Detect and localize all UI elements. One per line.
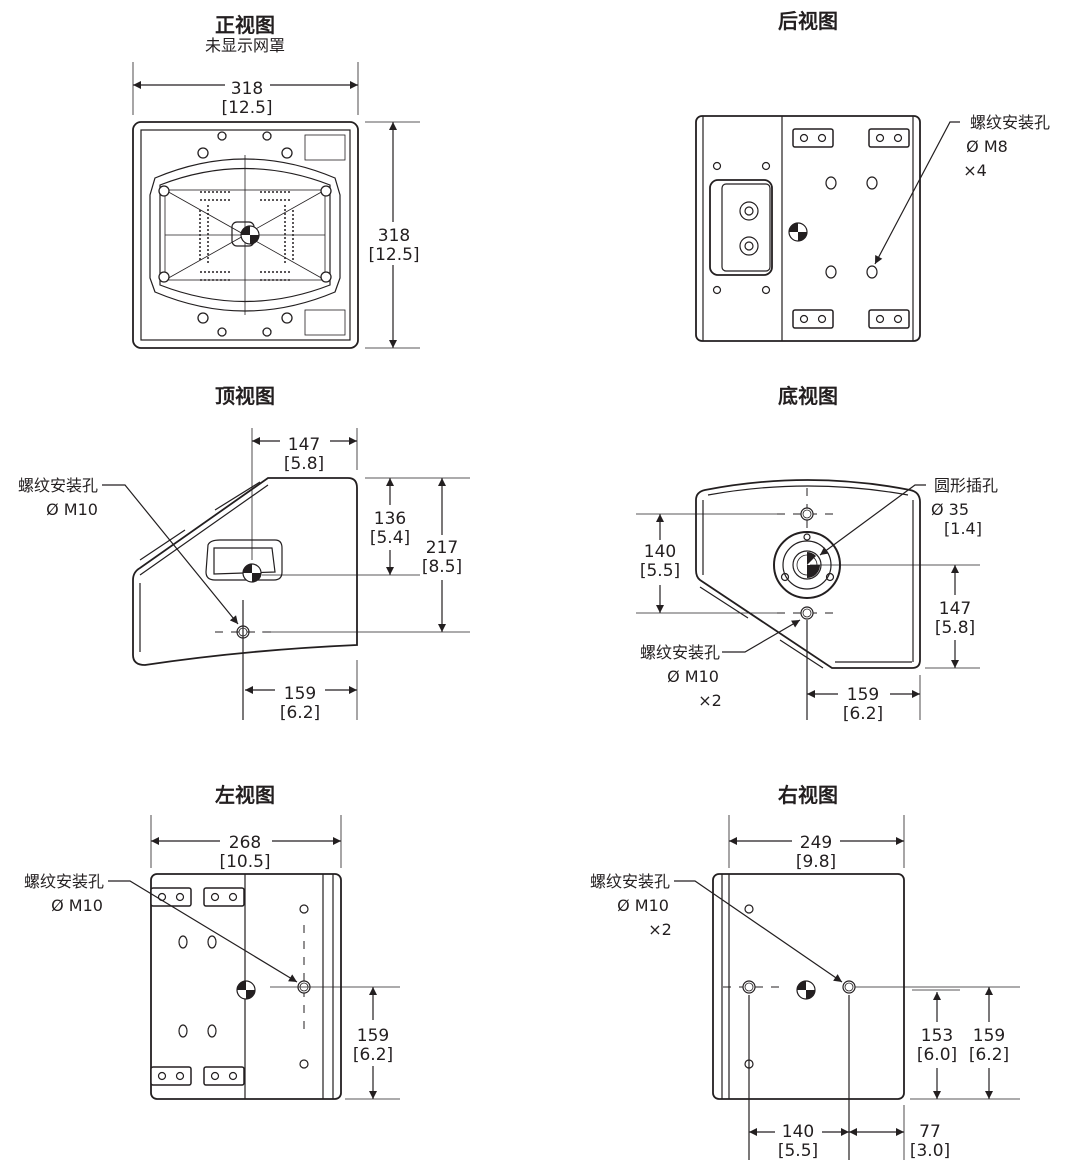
left-view: 左视图 268 [10.5] 159 [6.2] 螺纹安装孔 Ø M10 xyxy=(24,783,400,1100)
top-hole-label: 螺纹安装孔 xyxy=(18,476,98,495)
front-width-mm: 318 xyxy=(231,79,263,99)
bottom-dim3-in: [6.2] xyxy=(843,704,883,724)
back-hole-label: 螺纹安装孔 xyxy=(970,113,1050,132)
speaker-front-outline xyxy=(132,121,359,349)
bottom-socket-label: 圆形插孔 xyxy=(934,476,998,495)
speaker-top-outline xyxy=(132,477,358,720)
left-width-in: [10.5] xyxy=(219,852,270,872)
left-width-mm: 268 xyxy=(229,833,261,853)
bottom-view: 底视图 140 [5.5] 147 [5.8] 159 [6.2] 圆形插孔 xyxy=(636,384,998,724)
top-dim3-mm: 217 xyxy=(426,538,458,558)
bottom-socket-in: [1.4] xyxy=(944,519,982,538)
right-dim4-mm: 77 xyxy=(919,1122,941,1142)
front-width-in: [12.5] xyxy=(221,98,272,118)
bottom-dim3-mm: 159 xyxy=(847,685,879,705)
back-hole-count: ×4 xyxy=(963,161,987,180)
right-view: 右视图 249 [9.8] 153 [6.0] 159 [6.2] 140 [5… xyxy=(590,783,1020,1161)
back-view-title: 后视图 xyxy=(778,9,838,33)
top-dim1-in: [5.8] xyxy=(284,454,324,474)
right-dim1-in: [6.0] xyxy=(917,1045,957,1065)
speaker-back-outline xyxy=(695,115,921,342)
top-dim3-in: [8.5] xyxy=(422,557,462,577)
right-dim2-in: [6.2] xyxy=(969,1045,1009,1065)
bottom-dim1-in: [5.5] xyxy=(640,561,680,581)
left-hole-label: 螺纹安装孔 xyxy=(24,872,104,891)
right-dim3-in: [5.5] xyxy=(778,1141,818,1161)
right-dim4-in: [3.0] xyxy=(910,1141,950,1161)
top-dim2-in: [5.4] xyxy=(370,528,410,548)
right-dim3-mm: 140 xyxy=(782,1122,814,1142)
front-view: 正视图 未显示网罩 318 [12.5] 318 [12.5] xyxy=(132,13,420,349)
right-hole-count: ×2 xyxy=(648,920,672,939)
top-dim4-mm: 159 xyxy=(284,684,316,704)
front-height-in: [12.5] xyxy=(368,245,419,265)
speaker-left-outline xyxy=(150,873,342,1100)
front-view-title: 正视图 xyxy=(215,13,275,37)
back-hole-size: Ø M8 xyxy=(966,137,1008,156)
bottom-hole-count: ×2 xyxy=(698,691,722,710)
right-width-in: [9.8] xyxy=(796,852,836,872)
bottom-view-title: 底视图 xyxy=(778,384,838,408)
top-dim4-in: [6.2] xyxy=(280,703,320,723)
top-dim1-mm: 147 xyxy=(288,435,320,455)
right-dim1-mm: 153 xyxy=(921,1026,953,1046)
left-hole-size: Ø M10 xyxy=(51,896,103,915)
bottom-hole-label: 螺纹安装孔 xyxy=(640,643,720,662)
left-dim1-mm: 159 xyxy=(357,1026,389,1046)
back-view: 后视图 螺纹安装孔 Ø M8 ×4 xyxy=(695,9,1050,342)
front-view-subtitle: 未显示网罩 xyxy=(205,36,285,55)
bottom-hole-size: Ø M10 xyxy=(667,667,719,686)
top-view-title: 顶视图 xyxy=(215,384,275,408)
right-dim2-mm: 159 xyxy=(973,1026,1005,1046)
bottom-socket-size: Ø 35 xyxy=(931,500,969,519)
right-width-mm: 249 xyxy=(800,833,832,853)
right-hole-label: 螺纹安装孔 xyxy=(590,872,670,891)
top-view: 顶视图 147 [5.8] 136 [5.4] 217 [8.5] 159 [6… xyxy=(18,384,470,723)
bottom-dim1-mm: 140 xyxy=(644,542,676,562)
bottom-dim2-in: [5.8] xyxy=(935,618,975,638)
speaker-right-outline xyxy=(712,873,905,1160)
top-hole-size: Ø M10 xyxy=(46,500,98,519)
bottom-dim2-mm: 147 xyxy=(939,599,971,619)
front-height-mm: 318 xyxy=(378,226,410,246)
right-hole-size: Ø M10 xyxy=(617,896,669,915)
left-dim1-in: [6.2] xyxy=(353,1045,393,1065)
top-dim2-mm: 136 xyxy=(374,509,406,529)
right-view-title: 右视图 xyxy=(778,783,838,807)
speaker-bottom-outline xyxy=(695,479,921,720)
left-view-title: 左视图 xyxy=(215,783,275,807)
